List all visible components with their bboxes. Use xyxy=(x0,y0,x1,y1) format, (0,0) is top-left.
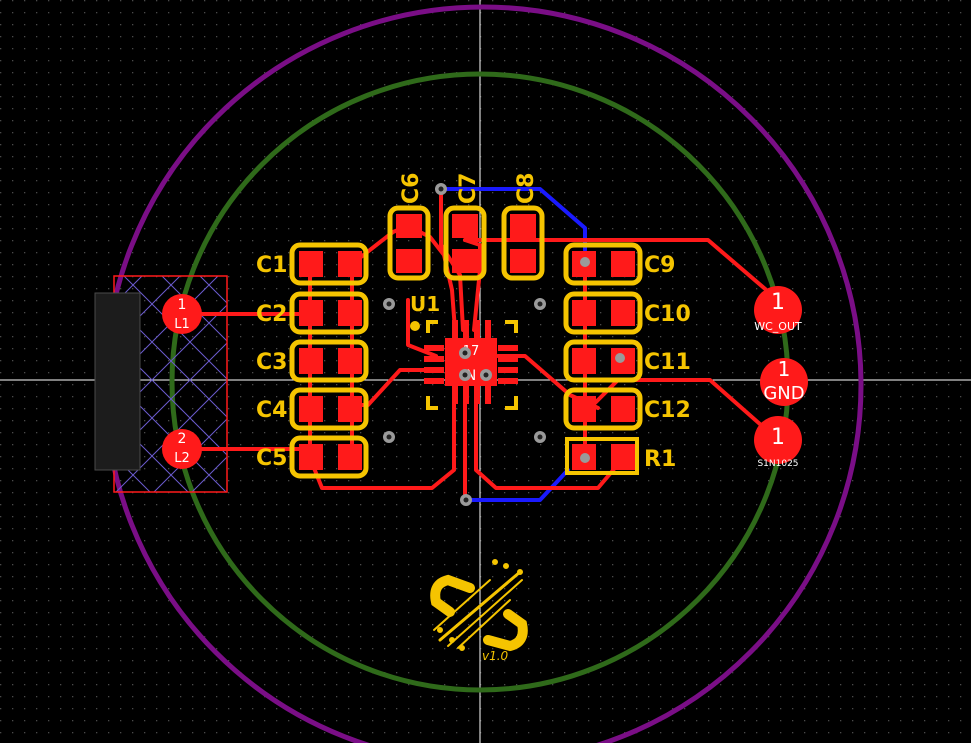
coil-pad1-label: L1 xyxy=(174,317,190,332)
coil-pad2-label: L2 xyxy=(174,451,190,466)
label-C2: C2 xyxy=(256,302,287,327)
ic-U1[interactable] xyxy=(410,320,518,410)
label-C1: C1 xyxy=(256,253,287,278)
connector-2-label: GND xyxy=(763,383,804,404)
silkscreen-labels: C1 C2 C3 C4 C5 C9 C10 C11 C12 R1 C6 C7 C… xyxy=(256,173,691,472)
via-icon xyxy=(580,453,590,463)
via-icon xyxy=(580,257,590,267)
capacitor-C6 xyxy=(387,205,431,281)
coil-footprint[interactable] xyxy=(94,275,228,493)
label-C3: C3 xyxy=(256,350,287,375)
coil-pad1-number: 1 xyxy=(178,297,187,313)
capacitor-C10 xyxy=(563,291,643,335)
logo-version: v1.0 xyxy=(482,649,509,663)
label-C10: C10 xyxy=(644,302,691,327)
pcb-logo-icon xyxy=(430,559,528,652)
capacitor-C2 xyxy=(289,291,369,335)
connector-3-label: S1N1025 xyxy=(757,459,798,469)
capacitor-C8 xyxy=(501,205,545,281)
label-C6: C6 xyxy=(399,173,424,204)
label-C11: C11 xyxy=(644,350,691,375)
label-C5: C5 xyxy=(256,446,287,471)
capacitor-C4 xyxy=(289,387,369,431)
coil-pad2-number: 2 xyxy=(178,431,187,447)
connector-1-number: 1 xyxy=(771,290,785,315)
capacitors-top[interactable] xyxy=(387,205,545,281)
connector-3-number: 1 xyxy=(771,425,785,450)
vias[interactable] xyxy=(383,183,625,506)
capacitors-right[interactable] xyxy=(563,242,643,475)
label-C4: C4 xyxy=(256,398,287,423)
connector-pads[interactable] xyxy=(162,286,808,469)
capacitor-C1 xyxy=(289,242,369,286)
capacitor-C11 xyxy=(563,339,643,383)
capacitor-C5 xyxy=(289,435,369,479)
capacitor-C7 xyxy=(443,205,487,281)
label-C9: C9 xyxy=(644,253,675,278)
label-C8: C8 xyxy=(514,173,539,204)
via-icon xyxy=(615,353,625,363)
capacitor-C12 xyxy=(563,387,643,431)
capacitor-C3 xyxy=(289,339,369,383)
capacitors-left[interactable] xyxy=(289,242,369,479)
label-C7: C7 xyxy=(456,173,481,204)
connector-1-label: WC_OUT xyxy=(754,320,802,333)
connector-2-number: 1 xyxy=(778,357,791,381)
label-R1: R1 xyxy=(644,447,676,472)
ic-pin-label-b: N xyxy=(466,368,476,384)
label-C12: C12 xyxy=(644,398,691,423)
label-U1: U1 xyxy=(410,292,440,316)
